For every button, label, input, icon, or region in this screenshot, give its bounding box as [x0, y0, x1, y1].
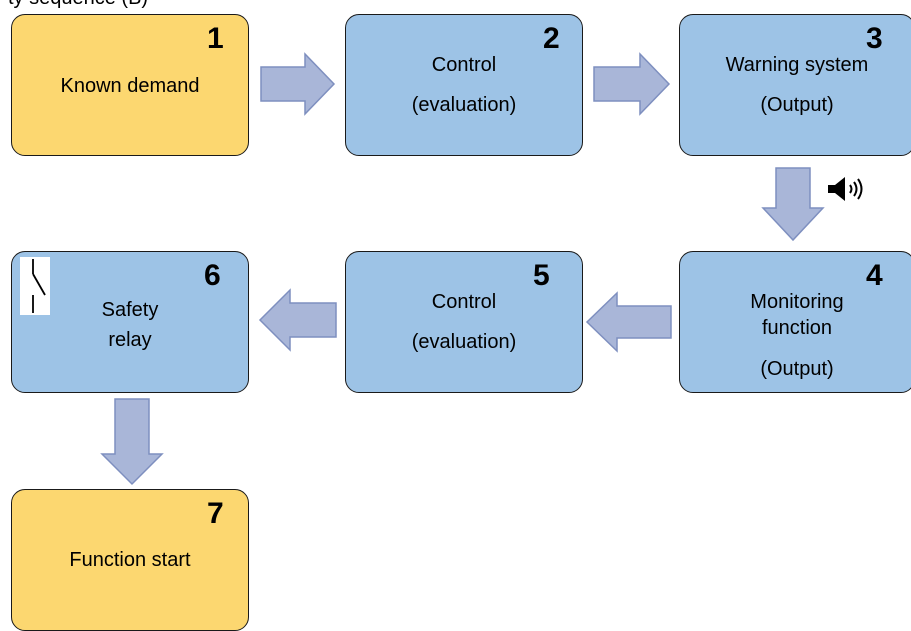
step-box-5: 5 Control (evaluation) — [345, 251, 583, 393]
step-number: 2 — [543, 22, 560, 55]
step-label-line: Control — [431, 54, 497, 76]
step-number: 6 — [204, 259, 221, 292]
step-label-line: Safety — [101, 299, 159, 321]
speaker-icon — [828, 177, 863, 201]
step-box-2: 2 Control (evaluation) — [345, 14, 583, 156]
step-label-line: relay — [108, 329, 152, 351]
step-box-4: 4 Monitoring function (Output) — [679, 251, 911, 393]
step-number: 7 — [207, 497, 224, 530]
step-label-line: Warning system — [725, 54, 869, 76]
diagram-title: ty sequence (B) — [8, 0, 148, 10]
step-number: 4 — [866, 259, 883, 292]
arrow-6-to-7 — [100, 398, 164, 486]
step-label-line: Known demand — [60, 75, 200, 97]
step-box-6: 6 Safety relay — [11, 251, 249, 393]
arrow-1-to-2 — [260, 52, 336, 116]
step-label-line: (evaluation) — [411, 94, 517, 116]
step-number: 3 — [866, 22, 883, 55]
step-label-line: (Output) — [760, 358, 834, 380]
step-number: 1 — [207, 22, 224, 55]
arrow-2-to-3 — [593, 52, 671, 116]
step-label-line: Control — [431, 291, 497, 313]
relay-contact-icon — [20, 257, 50, 315]
step-label-line: (evaluation) — [411, 331, 517, 353]
step-box-1: 1 Known demand — [11, 14, 249, 156]
step-box-7: 7 Function start — [11, 489, 249, 631]
arrow-3-to-4 — [761, 167, 825, 242]
step-label-line: Function start — [69, 549, 191, 571]
step-label-line: function — [761, 317, 833, 339]
arrow-4-to-5 — [585, 291, 672, 353]
step-box-3: 3 Warning system (Output) — [679, 14, 911, 156]
step-label-line: Monitoring — [750, 291, 844, 313]
arrow-5-to-6 — [258, 288, 337, 352]
step-label-line: (Output) — [760, 94, 834, 116]
step-number: 5 — [533, 259, 550, 292]
